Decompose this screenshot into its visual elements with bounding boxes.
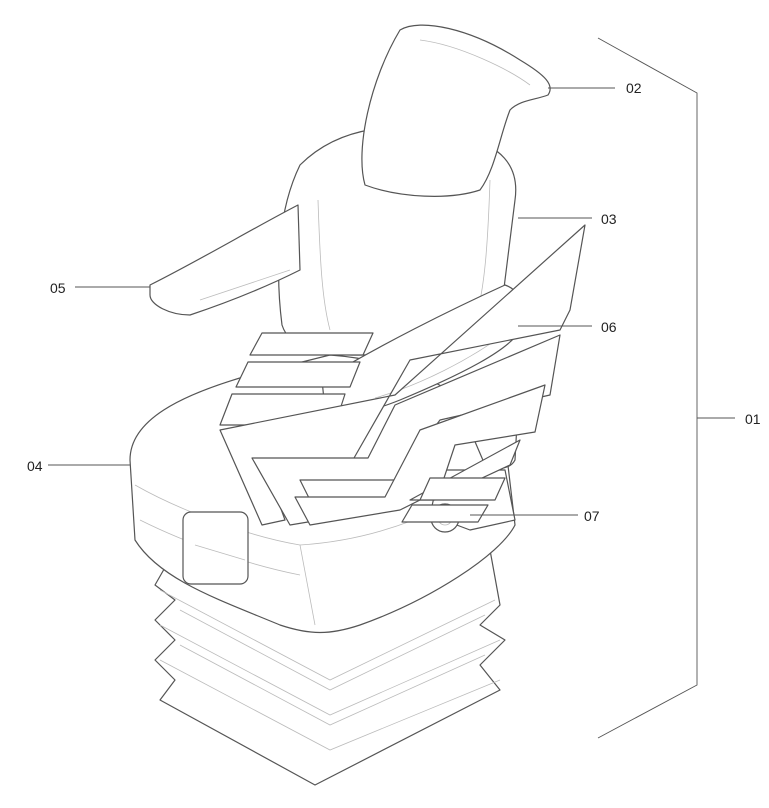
cover-panel-4 — [219, 224, 586, 526]
headrest — [361, 24, 551, 197]
callout-07: 07 — [584, 508, 600, 524]
armrest — [149, 204, 523, 415]
cover-panels — [219, 224, 586, 526]
callout-06: 06 — [601, 319, 617, 335]
cover-panel-8 — [419, 477, 506, 501]
cover-panel-2 — [235, 361, 361, 388]
side-handle — [182, 511, 249, 585]
callout-01: 01 — [745, 411, 761, 427]
cover-panel-9 — [401, 504, 489, 523]
callout-02: 02 — [626, 80, 642, 96]
callout-05: 05 — [50, 280, 66, 296]
cover-panel-6 — [294, 384, 546, 526]
leader-lines — [48, 87, 735, 516]
bracket-01 — [597, 37, 698, 739]
cover-panel-1 — [249, 332, 374, 356]
callout-04: 04 — [27, 458, 43, 474]
callout-03: 03 — [601, 211, 617, 227]
